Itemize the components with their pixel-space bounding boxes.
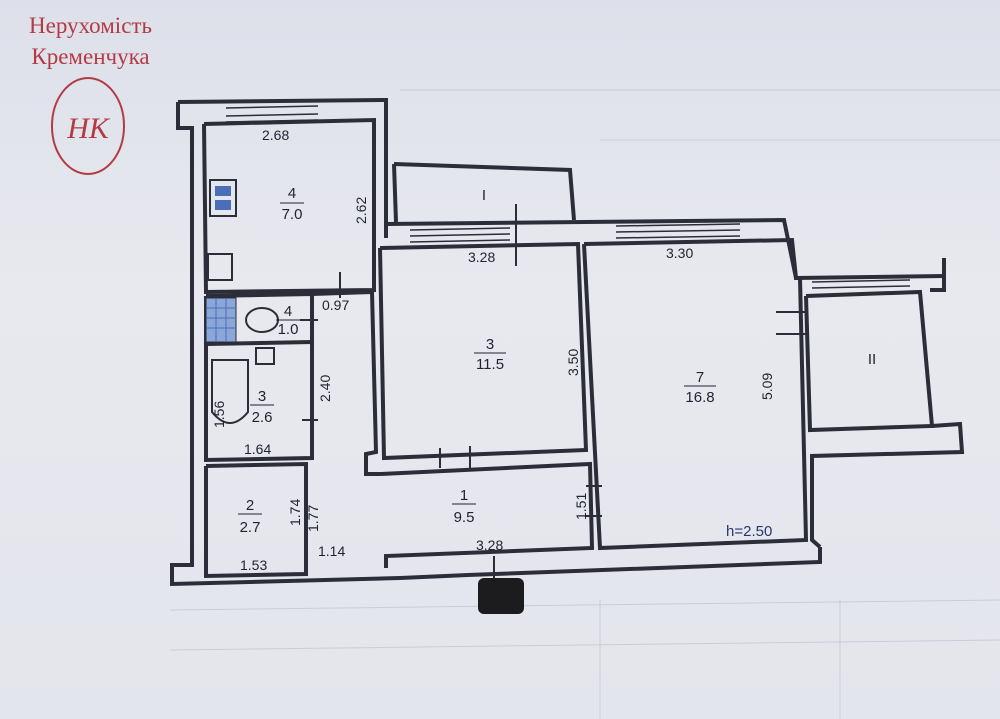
brand-logo-text: НК bbox=[66, 112, 111, 145]
brand-line-2: Кременчука bbox=[31, 44, 150, 69]
room-labels: 4 7.0 4 1.0 3 2.6 2 2.7 1 9.5 3 11.5 7 1… bbox=[238, 185, 876, 536]
washbasin-icon bbox=[255, 347, 275, 365]
dim-hall-entry: 1.14 bbox=[318, 543, 345, 559]
balcony-1-label: I bbox=[482, 187, 486, 204]
storage-number: 2 bbox=[246, 497, 254, 514]
bathroom-number: 3 bbox=[258, 388, 266, 405]
dim-hall-width: 3.28 bbox=[476, 537, 503, 553]
brand-logo: НК bbox=[51, 77, 125, 175]
dim-storage-height-a: 1.74 bbox=[287, 499, 303, 526]
toilet-area: 1.0 bbox=[278, 321, 299, 338]
bathroom-area: 2.6 bbox=[252, 409, 273, 426]
sink-icon bbox=[207, 253, 233, 281]
room3-number: 3 bbox=[486, 336, 494, 353]
dim-room3-height: 3.50 bbox=[565, 349, 581, 376]
storage-area: 2.7 bbox=[240, 519, 261, 536]
dim-room3-width: 3.28 bbox=[468, 249, 495, 265]
windows bbox=[225, 105, 911, 289]
dim-hall-height: 1.51 bbox=[573, 493, 589, 520]
dim-kitchen-height: 2.62 bbox=[353, 197, 369, 224]
toilet-icon bbox=[245, 307, 279, 333]
dim-room7-height: 5.09 bbox=[759, 373, 775, 400]
toilet-number: 4 bbox=[284, 303, 292, 320]
walls bbox=[170, 97, 965, 587]
brand-watermark: Нерухомість Кременчука bbox=[8, 10, 173, 72]
dim-storage-width: 1.53 bbox=[240, 557, 267, 573]
fixtures bbox=[205, 179, 524, 614]
room7-area: 16.8 bbox=[685, 389, 714, 406]
stove-icon bbox=[209, 179, 237, 217]
dim-bath-height: 1.56 bbox=[211, 401, 227, 428]
bathtub-icon bbox=[211, 359, 249, 424]
hall-area: 9.5 bbox=[454, 509, 475, 526]
room7-number: 7 bbox=[696, 369, 704, 386]
dimension-labels: 2.68 2.62 0.97 1.56 1.64 2.40 1.74 1.77 … bbox=[211, 127, 775, 573]
kitchen-area: 7.0 bbox=[282, 206, 303, 223]
brand-line-1: Нерухомість bbox=[29, 13, 152, 38]
ceiling-height-label: h=2.50 bbox=[726, 523, 772, 540]
balcony-2-label: II bbox=[868, 351, 876, 368]
dim-bath-width: 1.64 bbox=[244, 441, 271, 457]
background-grid bbox=[169, 89, 1000, 719]
kitchen-number: 4 bbox=[288, 185, 296, 202]
room3-area: 11.5 bbox=[476, 356, 504, 373]
dim-kitchen-width: 2.68 bbox=[262, 127, 289, 143]
door-marks bbox=[300, 204, 806, 580]
dim-corridor-height: 2.40 bbox=[317, 375, 333, 402]
redaction-mark bbox=[478, 578, 524, 614]
tiles-icon bbox=[205, 297, 237, 343]
dim-storage-height-b: 1.77 bbox=[305, 505, 321, 532]
hall-number: 1 bbox=[460, 487, 468, 504]
dim-corridor-top: 0.97 bbox=[322, 297, 349, 313]
dim-room7-width: 3.30 bbox=[666, 245, 693, 261]
